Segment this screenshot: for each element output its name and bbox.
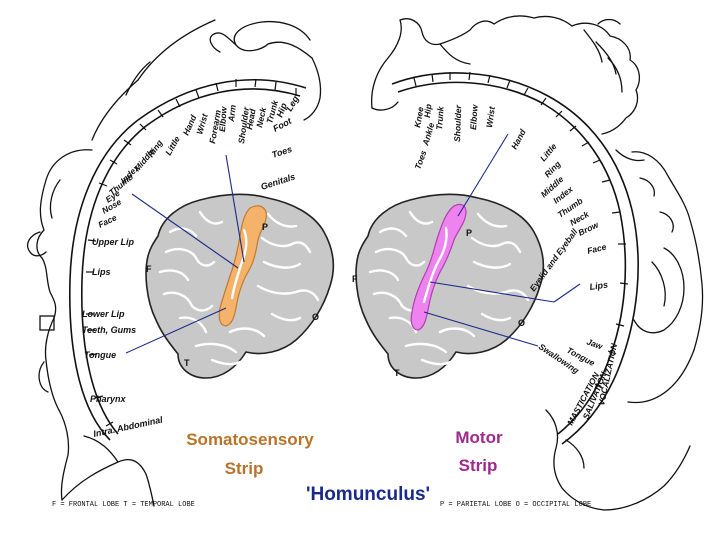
motor-label-elbow: Elbow: [468, 103, 480, 130]
sensory-label-face: Face: [96, 212, 118, 230]
motor-label-wrist: Wrist: [484, 105, 497, 128]
motor-label-toes: Toes: [412, 149, 428, 171]
sensory-label-toes: Toes: [271, 144, 294, 160]
left-brain: F P O T: [146, 194, 333, 378]
motor-label-trunk: Trunk: [434, 105, 446, 130]
sensory-label-genitals: Genitals: [260, 171, 297, 191]
motor-label-hip: Hip: [422, 104, 433, 119]
left-lobe-frontal: F: [146, 264, 152, 274]
sensory-label-little: Little: [163, 134, 182, 157]
right-lobe-frontal: F: [352, 274, 358, 284]
sensory-label-wrist: Wrist: [194, 111, 210, 135]
footnote-left: F = FRONTAL LOBE T = TEMPORAL LOBE: [52, 501, 195, 509]
main-title: 'Homunculus': [306, 484, 430, 505]
left-lobe-occipital: O: [312, 312, 319, 322]
right-lobe-occipital: O: [518, 318, 525, 328]
motor-label-lips: Lips: [589, 280, 609, 292]
left-lobe-temporal: T: [184, 358, 190, 368]
somatosensory-title-line1: Somatosensory: [186, 430, 314, 449]
sensory-label-lips: Lips: [92, 267, 111, 277]
motor-title-line2: Strip: [459, 456, 498, 475]
sensory-label-upper-lip: Upper Lip: [92, 237, 135, 247]
right-brain: F P O T: [352, 194, 543, 378]
motor-title-line1: Motor: [455, 428, 503, 447]
sensory-label-intra-abdominal: Intra. Abdominal: [92, 414, 164, 439]
sensory-label-pharynx: Pharynx: [90, 394, 127, 404]
right-lobe-parietal: P: [466, 228, 472, 238]
motor-label-hand: Hand: [509, 127, 528, 151]
left-lobe-parietal: P: [262, 222, 268, 232]
sensory-label-lower-lip: Lower Lip: [82, 309, 125, 319]
somatosensory-title-line2: Strip: [225, 459, 264, 478]
sensory-label-tongue: Tongue: [84, 350, 116, 360]
right-lobe-temporal: T: [394, 368, 400, 378]
motor-label-face: Face: [586, 241, 607, 255]
titles: Somatosensory Strip Motor Strip 'Homuncu…: [186, 428, 503, 505]
motor-label-shoulder: Shoulder: [452, 104, 463, 142]
motor-label-jaw: Jaw: [585, 336, 605, 351]
sensory-label-teeth-gums: Teeth, Gums: [82, 325, 136, 335]
footnote-right: P = PARIETAL LOBE O = OCCIPITAL LOBE: [440, 501, 591, 509]
